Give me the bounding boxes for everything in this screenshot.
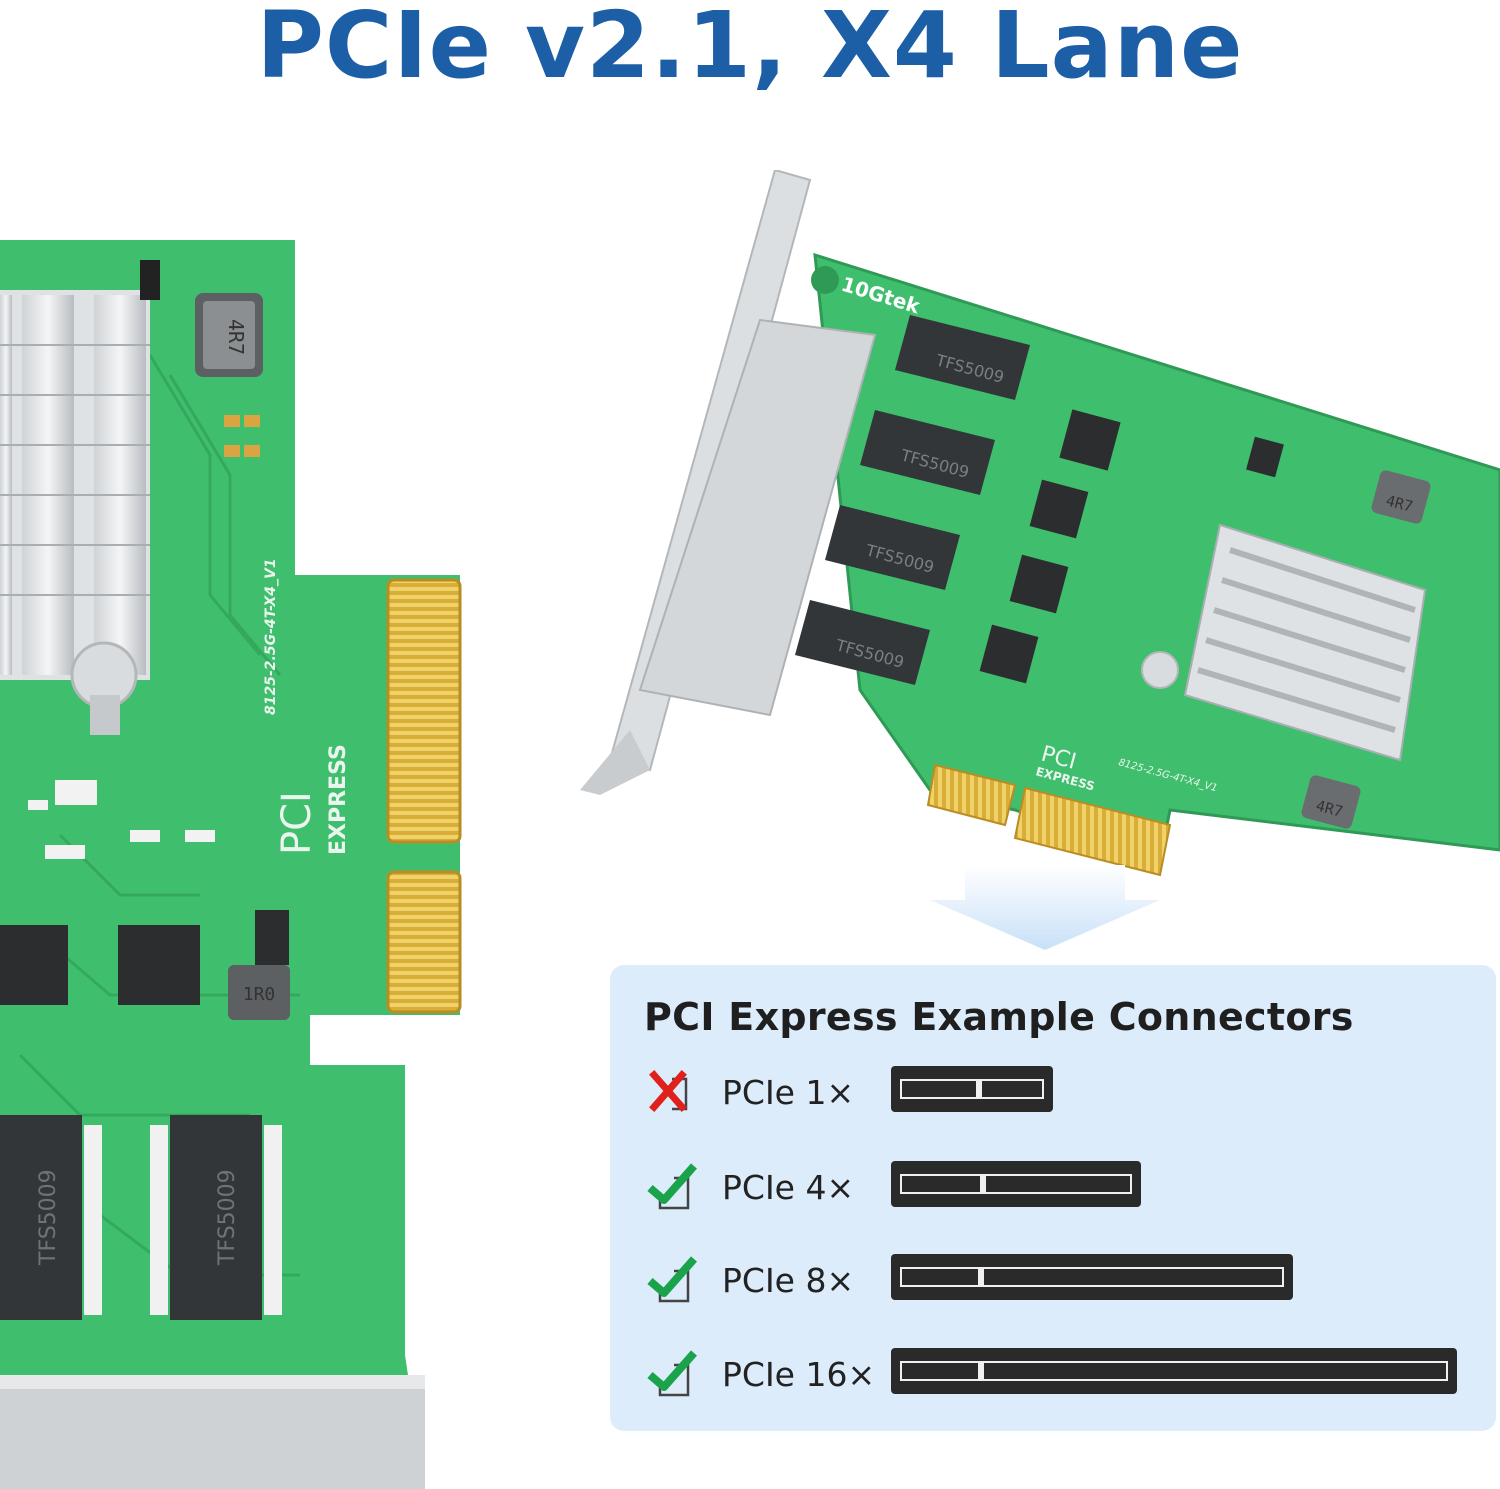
slot-4x-icon: [891, 1161, 1141, 1207]
connector-label-8x: PCIe 8×: [722, 1261, 855, 1300]
pci-logo-top: PCI: [274, 791, 320, 855]
board-angled-photo: 10Gtek TFS5009 TFS5009 TFS5009 TFS5009 4…: [580, 170, 1500, 877]
connector-label-4x: PCIe 4×: [722, 1168, 855, 1207]
down-arrow-icon: [930, 865, 1160, 950]
inductor-label: 4R7: [224, 319, 248, 355]
connector-row-16x: PCIe 16×: [646, 1347, 1486, 1407]
slot-16x-icon: [891, 1348, 1457, 1394]
connector-row-8x: PCIe 8×: [646, 1253, 1486, 1313]
slot-1x-icon: [891, 1066, 1053, 1112]
chip-label-left: TFS5009: [36, 1169, 61, 1266]
chip-label-right: TFS5009: [215, 1169, 240, 1266]
connector-row-1x: PCIe 1×: [646, 1065, 1486, 1125]
connector-label-1x: PCIe 1×: [722, 1073, 855, 1112]
board-model-label: 8125-2.5G-4T-X4_V1: [263, 558, 279, 715]
check-icon: [647, 1350, 697, 1397]
slot-8x-icon: [891, 1254, 1293, 1300]
pci-logo-bottom: EXPRESS: [326, 744, 351, 855]
board-closeup-photo: 4R7 PCI EXPRESS 8125-2.5G-4T-X4_V1 1R0 T…: [0, 240, 462, 1489]
page-title: PCIe v2.1, X4 Lane: [256, 0, 1244, 99]
check-icon: [647, 1256, 697, 1303]
check-icon: [647, 1163, 697, 1210]
connectors-heading: PCI Express Example Connectors: [644, 995, 1354, 1039]
connector-row-4x: PCIe 4×: [646, 1160, 1486, 1220]
connectors-panel: PCI Express Example Connectors PCIe 1× P…: [610, 965, 1496, 1431]
inductor-small-label: 1R0: [243, 984, 276, 1005]
cross-icon: [649, 1070, 688, 1112]
connector-label-16x: PCIe 16×: [722, 1355, 876, 1394]
